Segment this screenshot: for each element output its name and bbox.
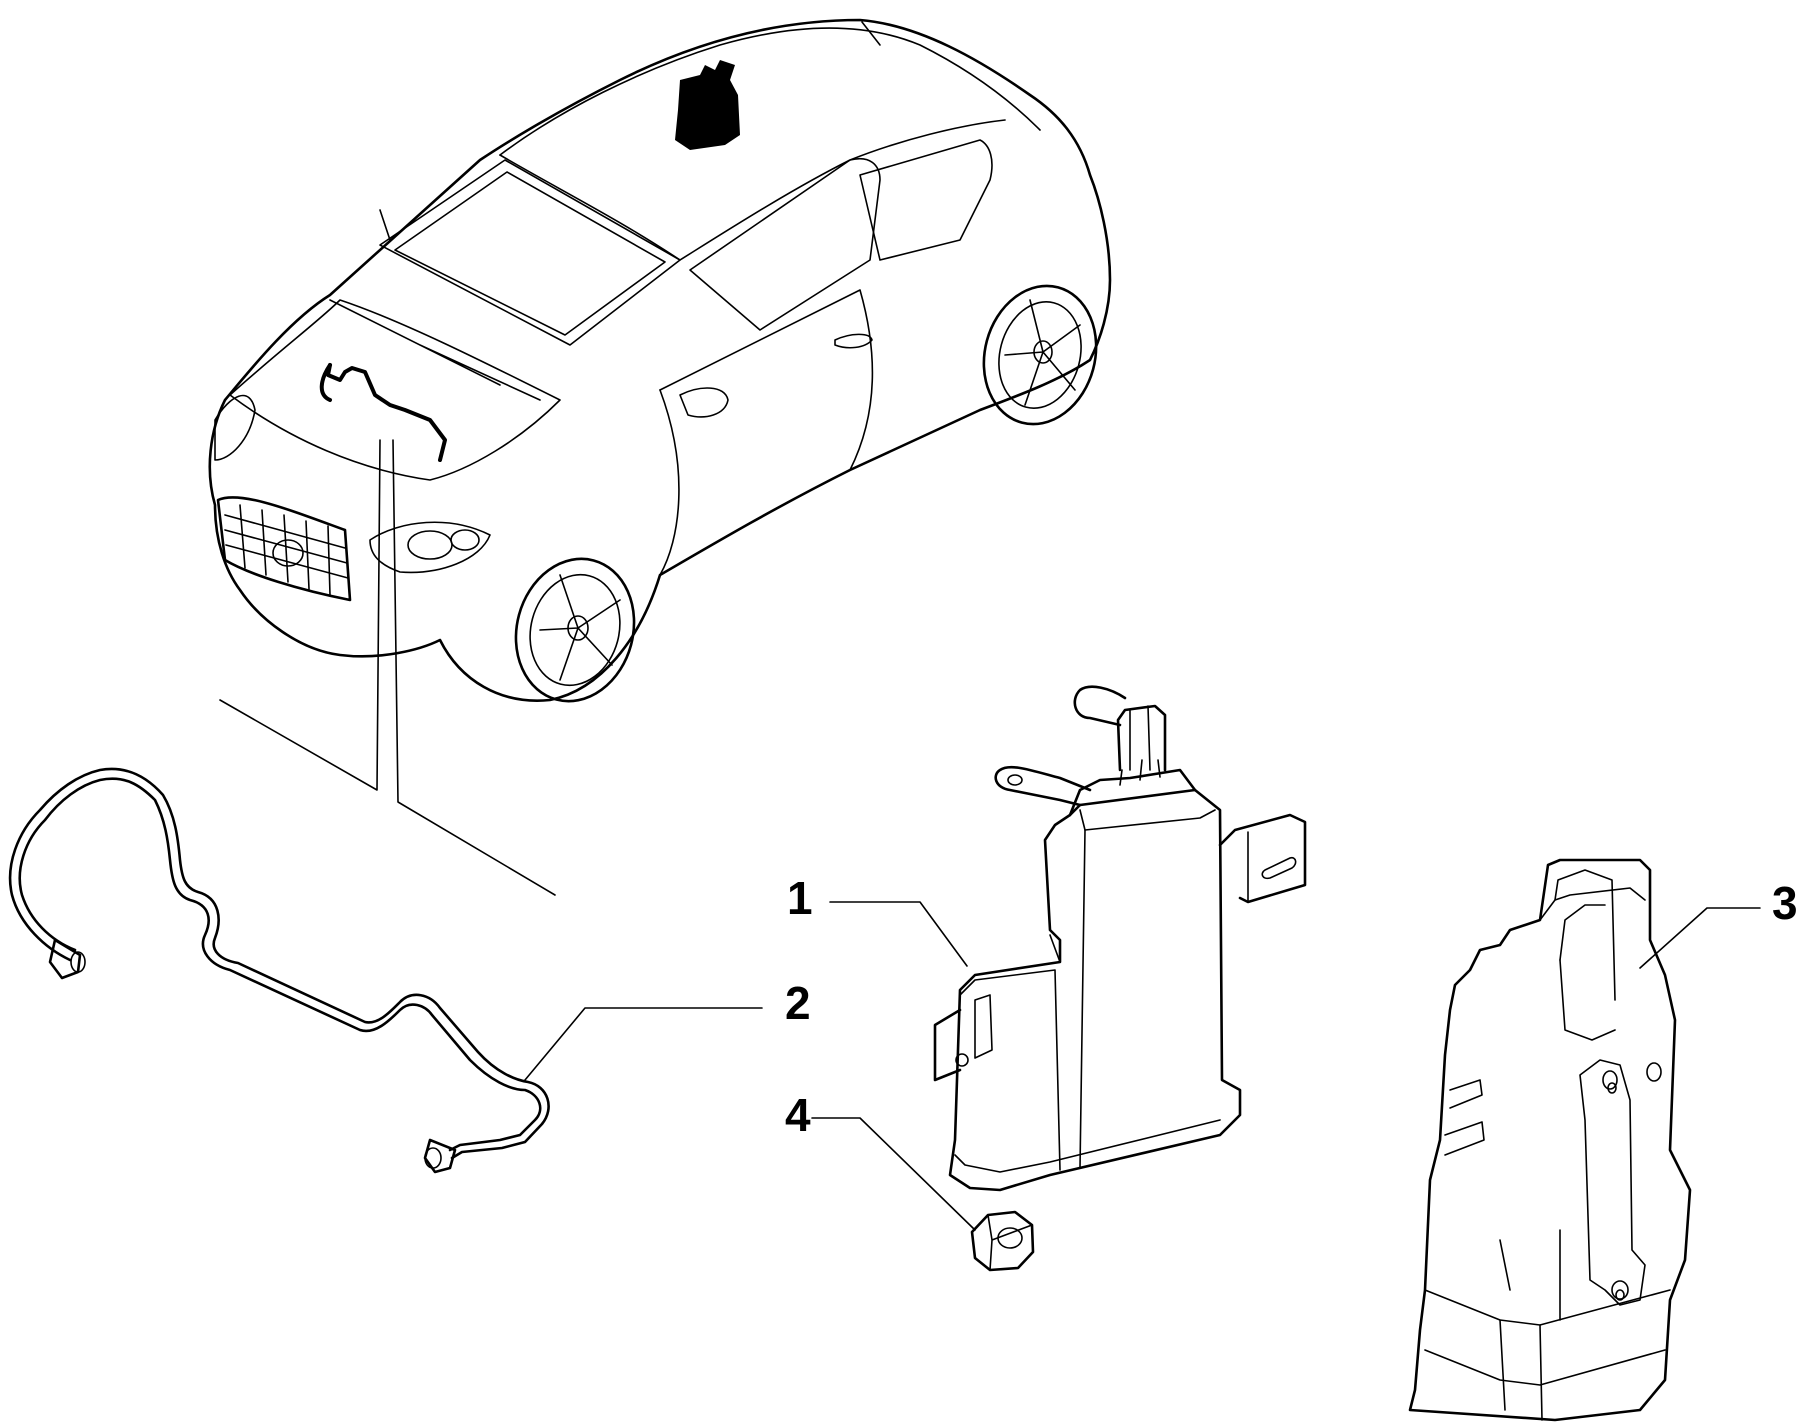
callout-3: 3 [1772,877,1798,929]
leader-4 [811,1117,976,1231]
leader-3 [1639,907,1761,969]
leader-2 [524,1007,763,1081]
canister-bracket [1408,858,1692,1422]
carbon-canister [933,685,1307,1192]
car-leader-lines [219,439,556,896]
highlight-part [675,60,740,150]
callout-2: 2 [785,977,811,1029]
car-illustration [208,18,1112,703]
fuel-vapour-pipe [8,767,550,1174]
hex-nut [970,1210,1035,1272]
callout-1: 1 [787,872,813,924]
leader-1 [829,901,968,967]
callout-4: 4 [785,1089,811,1141]
